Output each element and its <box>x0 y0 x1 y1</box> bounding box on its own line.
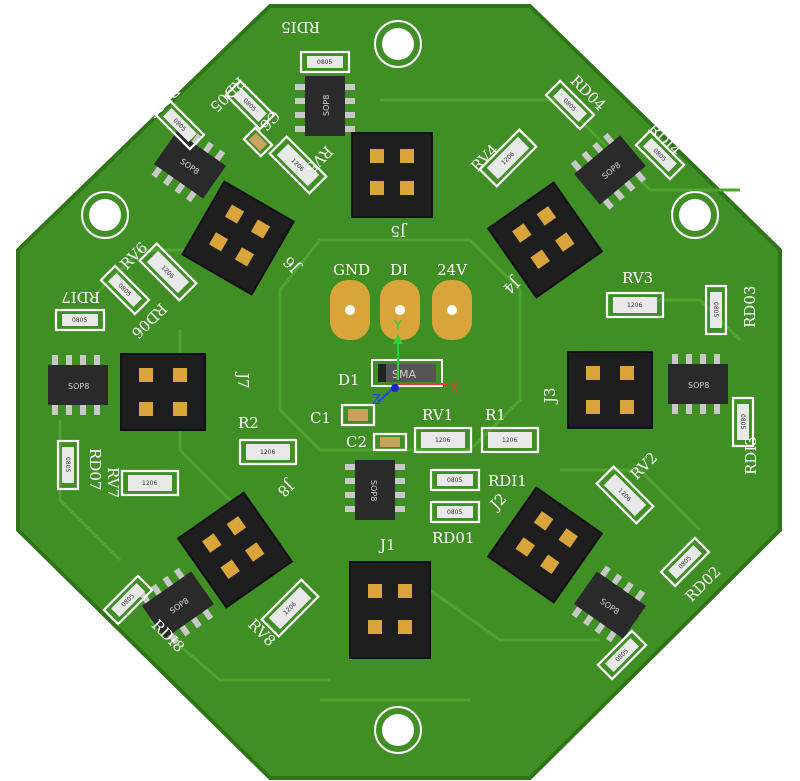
label-j7: J7 <box>234 371 252 389</box>
label-r2: R2 <box>238 414 259 432</box>
sop8-text: SOP8 <box>68 382 89 391</box>
label-rv7: RV7 <box>104 467 122 498</box>
r1206-text: 1206 <box>435 437 450 444</box>
label-j5: J5 <box>390 222 408 240</box>
r0805-text: 0805 <box>447 509 462 516</box>
smd-resistors: 0805 0805 0805 1206 1206 0805 0805 1206 … <box>54 50 755 681</box>
label-j1: J1 <box>378 536 396 554</box>
label-c2: C2 <box>346 433 367 451</box>
label-c1: C1 <box>310 409 331 427</box>
r0805-text: 0805 <box>712 302 719 317</box>
label-r1: R1 <box>485 406 506 424</box>
label-rd07: RD07 <box>86 448 104 490</box>
label-rd01: RD01 <box>432 529 474 547</box>
label-rdi7: RDI7 <box>61 288 100 306</box>
label-rv3: RV3 <box>622 269 653 287</box>
r0805-text: 0805 <box>64 457 71 472</box>
label-rdi1: RDI1 <box>488 472 527 490</box>
r1206-text: 1206 <box>627 302 642 309</box>
r1206-text: 1206 <box>142 480 157 487</box>
label-rdi5: RDI5 <box>281 18 320 36</box>
label-j3: J3 <box>541 387 559 405</box>
r0805-text: 0805 <box>739 414 746 429</box>
connectors <box>120 132 653 659</box>
sop8-text: SOP8 <box>369 480 378 501</box>
d1-sma-text: SMA <box>392 368 416 381</box>
r1206-text: 1206 <box>502 437 517 444</box>
label-rdi3: RDI3 <box>742 436 760 475</box>
r1206-text: 1206 <box>260 449 275 456</box>
sop8-text: SOP8 <box>688 381 709 390</box>
sop8-chips: SOP8 SOP8 SOP8 SOP8 SOP8 <box>48 76 728 645</box>
r0805-text: 0805 <box>447 477 462 484</box>
label-rv1: RV1 <box>422 406 453 424</box>
r0805-text: 0805 <box>317 59 332 66</box>
label-rd03: RD03 <box>741 286 759 328</box>
mounting-holes <box>81 20 719 754</box>
label-d1: D1 <box>338 371 360 389</box>
label-24v: 24V <box>437 261 468 279</box>
sop8-text: SOP8 <box>322 95 331 116</box>
axis-y-label: Y <box>393 319 402 334</box>
label-di: DI <box>390 261 408 279</box>
label-gnd: GND <box>333 261 370 279</box>
r0805-text: 0805 <box>72 317 87 324</box>
axis-z-label: Z <box>372 393 381 408</box>
diode-d1: SMA <box>371 334 448 403</box>
axis-x-label: X <box>450 381 459 396</box>
power-pads <box>330 280 472 340</box>
